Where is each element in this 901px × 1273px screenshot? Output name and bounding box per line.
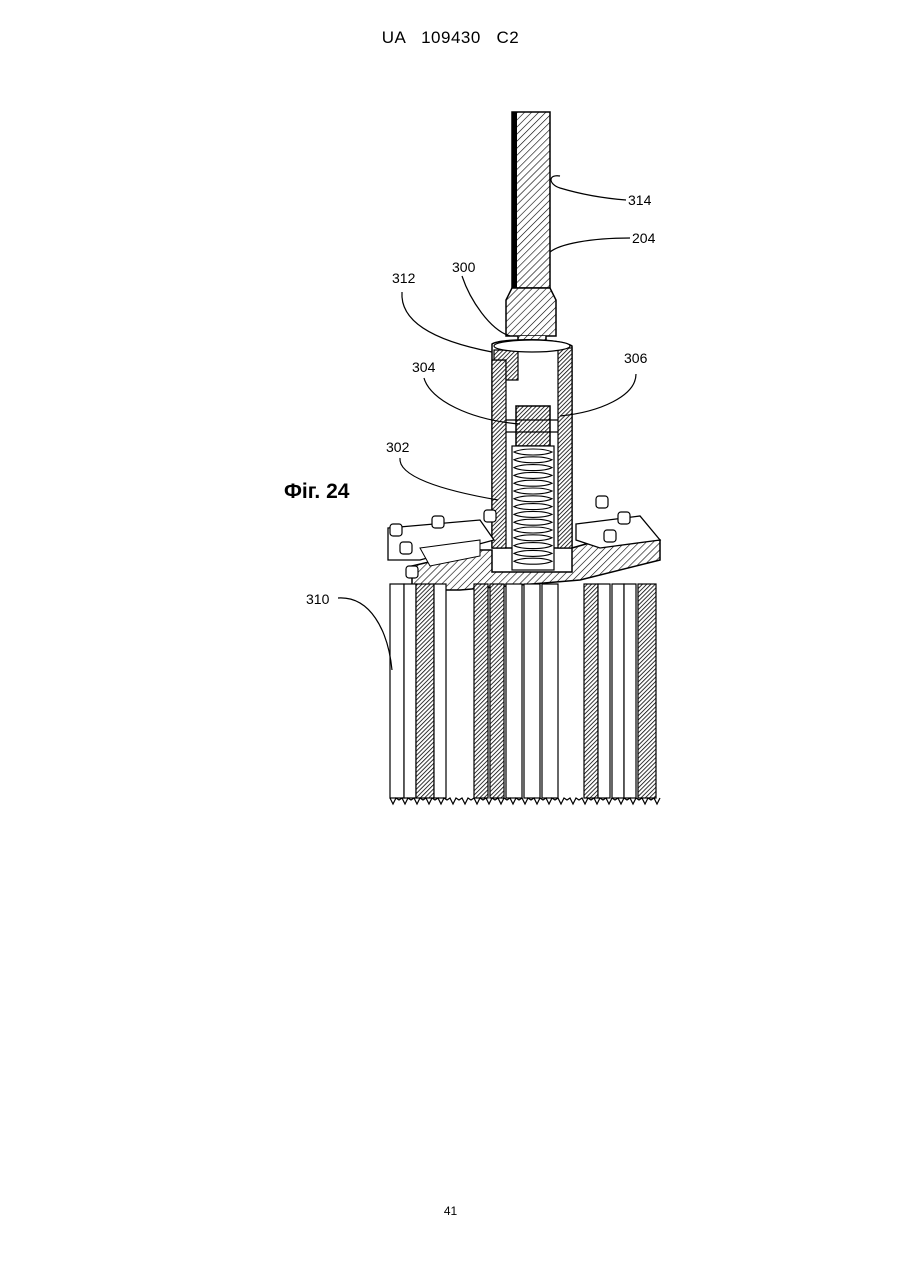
spring-coil [514,535,552,541]
spring-coil [514,550,552,556]
spring-coil [514,488,552,494]
spring-302 [512,446,554,570]
bottle-wall [612,584,624,798]
bottle-wall [524,584,540,798]
bottle-wall [506,584,522,798]
bottle-wall [434,584,446,798]
ref-314: 314 [628,192,652,208]
spring-coil [514,558,552,564]
break-line [390,798,660,804]
spring-coil [514,465,552,471]
spring-coil [514,449,552,455]
bottle-wall [542,584,558,798]
bottle-wall [404,584,416,798]
bottle-wall [390,584,404,798]
bottle-wall [638,584,656,798]
spring-coil [514,472,552,478]
spring-coil [514,519,552,525]
ref-310: 310 [306,591,330,607]
spring-coil [514,457,552,463]
bottle-wall [584,584,598,798]
bottle-wall [598,584,610,798]
ref-304: 304 [412,359,436,375]
bottles-310 [390,584,660,804]
spring-coil [514,511,552,517]
bottle-wall [490,584,504,798]
ref-306: 306 [624,350,648,366]
spring-coil [514,527,552,533]
spring-coil [514,496,552,502]
ref-204: 204 [632,230,656,246]
bottle-wall [474,584,488,798]
bottle-wall [624,584,636,798]
spring-coil [514,504,552,510]
ref-312: 312 [392,270,416,286]
ref-300: 300 [452,259,476,275]
spring-coil [514,480,552,486]
page-number: 41 [0,1204,901,1218]
bottle-wall [416,584,434,798]
ref-302: 302 [386,439,410,455]
spring-coil [514,543,552,549]
